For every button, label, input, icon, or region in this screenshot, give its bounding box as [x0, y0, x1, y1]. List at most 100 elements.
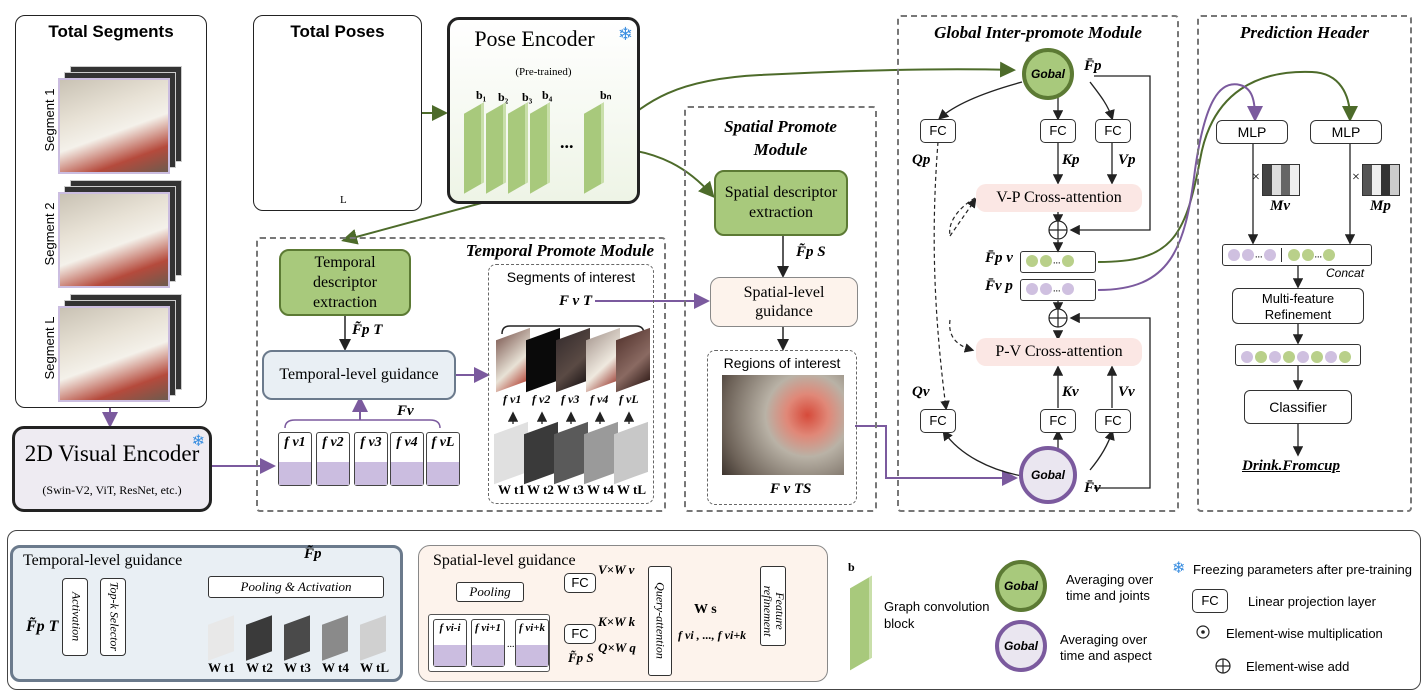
weight-block-L	[614, 421, 648, 485]
detail-weight-4	[322, 615, 348, 661]
spatial-descriptor-box: Spatial descriptor extraction	[714, 170, 848, 236]
concat-label: Concat	[1326, 266, 1365, 280]
spatial-q-label: Q×W q	[598, 640, 636, 655]
graph-block-b1	[464, 102, 484, 194]
pose-encoder-ellipsis: ...	[560, 132, 574, 152]
detail-weight-blocks	[208, 615, 388, 661]
soi-f1: f v1	[503, 392, 522, 406]
global-fv-label: F̄v	[1084, 480, 1101, 496]
segments-of-interest-panel: Segments of interest F v T	[488, 264, 654, 504]
refined-vector	[1235, 344, 1361, 366]
mlp-pose: MLP	[1310, 120, 1382, 144]
spatial-fc-v: FC	[564, 573, 596, 593]
legend-graph-block-text: Graph convolution block	[884, 599, 990, 631]
qp-label: Qp	[912, 152, 931, 168]
legend-panel	[7, 530, 1421, 690]
block-label-b3: b₃	[522, 90, 533, 104]
activation-box: Activation	[62, 578, 88, 656]
detail-w-t4: W t4	[322, 660, 349, 675]
fvp-vector: ...	[1020, 279, 1096, 301]
mlp-visual: MLP	[1216, 120, 1288, 144]
detail-fpt-label: F̃p T	[26, 618, 59, 635]
legend-linear: Linear projection layer	[1248, 594, 1376, 609]
visual-encoder: 2D Visual Encoder (Swin-V2, ViT, ResNet,…	[12, 426, 212, 512]
legend-avg-joints: Averaging over time and joints	[1066, 572, 1154, 603]
temporal-f-label: F̃p T	[352, 322, 383, 338]
snowflake-icon: ❄	[1172, 560, 1186, 577]
fv-cell-3: f v3	[354, 432, 388, 486]
topk-selector-box: Top-k Selector	[100, 578, 126, 656]
spatial-pooling-box: Pooling	[456, 582, 524, 602]
spatial-v-label: V×W v	[598, 562, 635, 577]
soi-f4: f v4	[590, 392, 609, 406]
block-label-b2: b₂	[498, 90, 509, 104]
kv-label: Kv	[1062, 384, 1079, 400]
roi-title: Regions of interest	[723, 355, 841, 371]
qv-label: Qv	[912, 384, 930, 400]
soi-frame-3	[556, 327, 590, 393]
w-t4: W t4	[587, 482, 614, 497]
detail-w-t3: W t3	[284, 660, 311, 675]
fv-cell-L: f vL	[426, 432, 460, 486]
soi-frame-2	[526, 327, 560, 393]
regions-of-interest-panel: Regions of interest F v TS	[707, 350, 857, 505]
weight-block-4	[584, 421, 618, 485]
visual-encoder-subtitle: (Swin-V2, ViT, ResNet, etc.)	[42, 483, 182, 497]
global-module: Global Inter-promote Module	[897, 15, 1179, 512]
weight-block-3	[554, 421, 588, 485]
global-module-title: Global Inter-promote Module	[934, 23, 1142, 42]
segment-frames-1	[58, 66, 186, 174]
fc-kp: FC	[1040, 119, 1076, 143]
global-visual-node: Gobal	[1019, 446, 1077, 504]
spatial-guidance-box: Spatial-level guidance	[710, 277, 858, 327]
weight-blocks	[494, 421, 654, 485]
prediction-title: Prediction Header	[1240, 23, 1369, 42]
fv-cell-1: f v1	[278, 432, 312, 486]
block-label-bn: bₙ	[600, 88, 612, 102]
ws-label: W s	[694, 602, 717, 617]
mv-matrix	[1262, 164, 1300, 196]
w-tL: W tL	[617, 482, 647, 497]
snowflake-icon: ❄	[617, 24, 633, 44]
spatial-module-title: Spatial Promote Module	[724, 117, 837, 159]
feature-refinement-box: Feature refinement	[760, 566, 787, 646]
segment-label-L: Segment L	[42, 316, 57, 380]
roi-image	[722, 375, 844, 475]
detail-w-t2: W t2	[246, 660, 273, 675]
fv-cell-2: f v2	[316, 432, 350, 486]
spatial-k-label: K×W k	[598, 614, 636, 629]
segment-frames-2	[58, 180, 186, 288]
legend-b-label: b	[848, 560, 855, 574]
vp-label: Vp	[1118, 152, 1136, 168]
spatial-f-label: F̃p S	[796, 244, 826, 260]
soi-title: Segments of interest	[506, 269, 636, 285]
segment-frames-L	[58, 294, 186, 402]
soi-f2: f v2	[532, 392, 551, 406]
legend-mult: Element-wise multiplication	[1226, 626, 1383, 641]
detail-weight-1	[208, 615, 234, 661]
spatial-f-out: f vi , ..., f vi+k	[678, 628, 747, 642]
segment-label-1: Segment 1	[42, 88, 57, 152]
global-fp-label: F̄p	[1084, 58, 1102, 74]
block-label-b1: b₁	[476, 88, 487, 102]
w-t3: W t3	[557, 482, 584, 497]
spatial-fc-k: FC	[564, 624, 596, 644]
total-segments-title: Total Segments	[48, 22, 174, 41]
detail-weight-L	[360, 615, 386, 661]
prediction-header: Prediction Header	[1197, 15, 1412, 512]
spatial-module: Spatial Promote Module	[684, 106, 877, 512]
vv-label: Vv	[1118, 384, 1135, 400]
mv-label: Mv	[1270, 198, 1290, 214]
total-poses-title: Total Poses	[290, 22, 385, 41]
classifier-box: Classifier	[1244, 390, 1352, 424]
soi-f-label: F v T	[559, 293, 593, 309]
temporal-descriptor-box: Temporal descriptor extraction	[279, 249, 411, 316]
times-mp: ×	[1352, 170, 1360, 185]
fpv-vector: ...	[1020, 251, 1096, 273]
vp-cross-attention: V-P Cross-attention	[976, 184, 1142, 212]
graph-block-b4	[530, 102, 550, 194]
mp-label: Mp	[1370, 198, 1391, 214]
temporal-module-title: Temporal Promote Module	[465, 241, 654, 260]
fc-vv: FC	[1095, 409, 1131, 433]
detail-weight-3	[284, 615, 310, 661]
